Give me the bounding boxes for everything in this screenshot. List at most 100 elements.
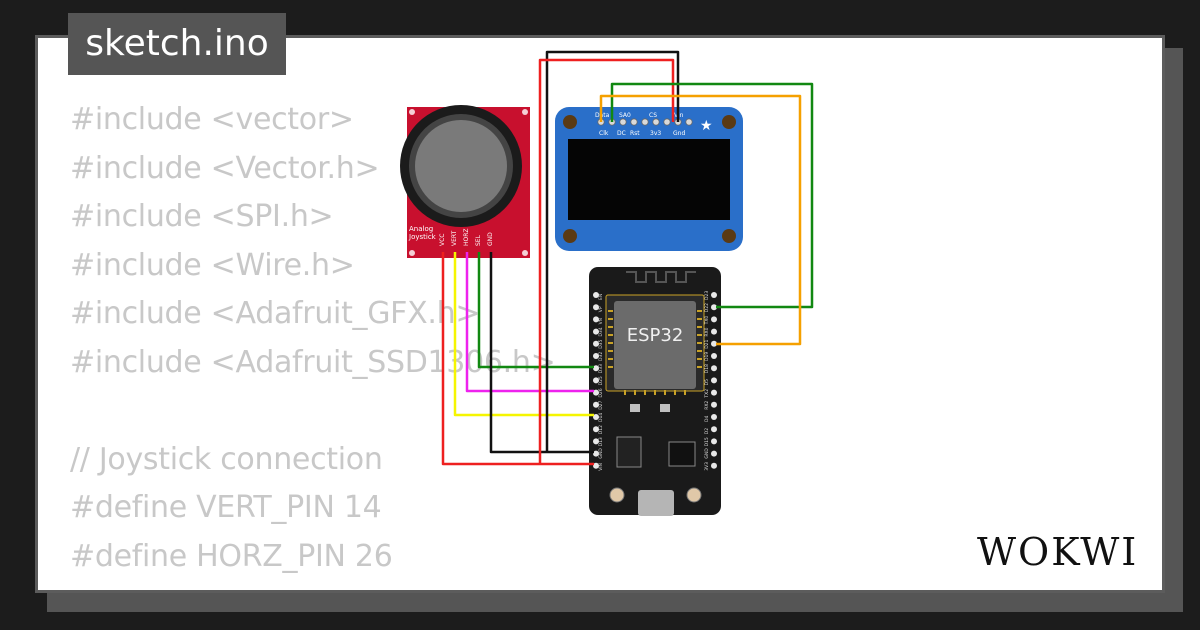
wire-oled-vin[interactable]	[538, 58, 675, 464]
joystick-pin-label-sel: SEL	[475, 234, 482, 246]
esp32-pin[interactable]	[593, 462, 599, 469]
wokwi-logo-text: WOKWI	[977, 530, 1138, 574]
joystick-label-1: Analog	[409, 225, 433, 233]
esp32-pin[interactable]	[593, 292, 599, 298]
esp32-board[interactable]: ESP32 ENVPVND34D35D32D33D25D26D27D14D12D…	[589, 267, 721, 516]
project-filename: sketch.ino	[68, 13, 286, 75]
esp32-pin[interactable]	[593, 340, 599, 347]
star-icon: ★	[700, 118, 713, 134]
esp32-pin[interactable]	[711, 450, 717, 457]
esp32-pin[interactable]	[593, 316, 599, 323]
esp32-pin[interactable]	[593, 450, 599, 457]
esp32-label: ESP32	[627, 325, 684, 346]
esp32-pin[interactable]	[593, 365, 599, 372]
oled-pin-label: Gnd	[673, 130, 685, 137]
analog-joystick[interactable]: Analog Joystick VCC VERT HORZ SEL GND	[400, 105, 530, 258]
wokwi-logo: WOKWI	[977, 530, 1138, 574]
joystick-pin-label-vcc: VCC	[439, 234, 446, 246]
esp32-pin[interactable]	[711, 316, 717, 323]
code-line: #include <Vector.h>	[70, 150, 380, 186]
oled-pin-label: SA0	[619, 112, 631, 119]
esp32-pin[interactable]	[711, 340, 717, 347]
esp32-pin-label: D27	[598, 400, 604, 409]
esp32-pin[interactable]	[711, 365, 717, 372]
oled-pin[interactable]	[685, 118, 693, 126]
code-line: // Joystick connection	[70, 441, 383, 477]
esp32-module	[614, 301, 696, 389]
oled-pin[interactable]	[630, 118, 638, 126]
wire-oled-gnd[interactable]	[545, 50, 680, 452]
wire-joystick-sel[interactable]	[477, 252, 594, 369]
esp32-pin[interactable]	[593, 304, 599, 311]
wires	[441, 50, 814, 466]
esp32-usb-chip	[668, 441, 696, 467]
oled-mount-hole	[563, 229, 577, 243]
esp32-pin[interactable]	[711, 414, 717, 420]
esp32-pin[interactable]	[593, 328, 599, 335]
wire-oled-clk[interactable]	[599, 94, 802, 346]
oled-mount-hole	[722, 229, 736, 243]
esp32-pin[interactable]	[593, 438, 599, 445]
oled-pin[interactable]	[641, 118, 649, 126]
esp32-pin[interactable]	[711, 401, 717, 408]
esp32-pin-label: D5	[704, 379, 710, 385]
esp32-pin[interactable]	[593, 401, 599, 408]
joystick-mount-hole	[522, 109, 528, 115]
joystick-mount-hole	[409, 250, 415, 256]
esp32-pin-label: TX2	[704, 389, 710, 399]
code-line: #include <Adafruit_GFX.h>	[70, 296, 481, 331]
code-preview: #include <vector>#include <Vector.h>#inc…	[70, 96, 556, 590]
esp32-smd-component	[630, 404, 640, 412]
esp32-pin-label: RX2	[704, 401, 710, 410]
wire-joystick-gnd[interactable]	[489, 252, 594, 454]
esp32-usb-port[interactable]	[638, 490, 674, 516]
oled-pin[interactable]	[663, 118, 671, 126]
esp32-pin[interactable]	[593, 377, 599, 384]
joystick-mount-hole	[409, 109, 415, 115]
esp32-pin-headers: ENVPVND34D35D32D33D25D26D27D14D12D13GNDV…	[593, 291, 717, 471]
esp32-pin-label: VP	[598, 306, 604, 312]
esp32-pin[interactable]	[593, 426, 599, 433]
joystick-mount-hole	[522, 250, 528, 256]
code-line: #define VERT_PIN 14	[70, 490, 382, 525]
esp32-pin[interactable]	[711, 292, 717, 298]
wire-joystick-horz[interactable]	[465, 252, 594, 393]
esp32-pin-label: D13	[598, 437, 604, 446]
esp32-pin-label: D14	[598, 413, 604, 422]
esp32-pin[interactable]	[711, 304, 717, 311]
esp32-boot-button[interactable]	[686, 487, 702, 503]
oled-pin-label: Rst	[630, 130, 640, 137]
code-line: #define HORZ_PIN 26	[70, 538, 393, 574]
oled-mount-hole	[722, 115, 736, 129]
esp32-regulator	[616, 436, 642, 468]
esp32-pin-label: GND	[704, 448, 710, 459]
esp32-pin-label: D4	[704, 416, 710, 422]
oled-pin[interactable]	[619, 118, 627, 126]
esp32-module-pads	[608, 310, 702, 395]
esp32-pin[interactable]	[593, 414, 599, 420]
oled-pin[interactable]	[652, 118, 660, 126]
code-line: #include <Adafruit_SSD1306.h>	[70, 344, 556, 380]
esp32-pin-label: EN	[598, 294, 604, 300]
esp32-pin-label: D18	[704, 364, 710, 373]
joystick-knob[interactable]	[415, 120, 507, 212]
esp32-en-button[interactable]	[609, 487, 625, 503]
esp32-pin[interactable]	[593, 389, 599, 396]
esp32-pin-label: D22	[704, 303, 710, 312]
oled-display[interactable]: ★ Data SA0 CS Vin Clk DC Rst 3v3 Gnd	[555, 107, 743, 251]
esp32-pin-label: GND	[598, 448, 604, 459]
esp32-pin[interactable]	[711, 426, 717, 433]
joystick-pin-label-vert: VERT	[451, 230, 458, 246]
esp32-pin[interactable]	[711, 377, 717, 384]
esp32-pin[interactable]	[711, 389, 717, 396]
esp32-pin-label: D33	[598, 364, 604, 373]
wire-joystick-vcc[interactable]	[441, 252, 594, 466]
esp32-pin[interactable]	[711, 438, 717, 445]
esp32-pin[interactable]	[711, 328, 717, 335]
esp32-pin[interactable]	[711, 353, 717, 359]
esp32-pin[interactable]	[711, 462, 717, 469]
esp32-pin-label: VN	[598, 318, 604, 324]
esp32-pin[interactable]	[593, 353, 599, 359]
oled-pin-label: DC	[617, 130, 626, 137]
esp32-pin-label: D2	[704, 428, 710, 434]
